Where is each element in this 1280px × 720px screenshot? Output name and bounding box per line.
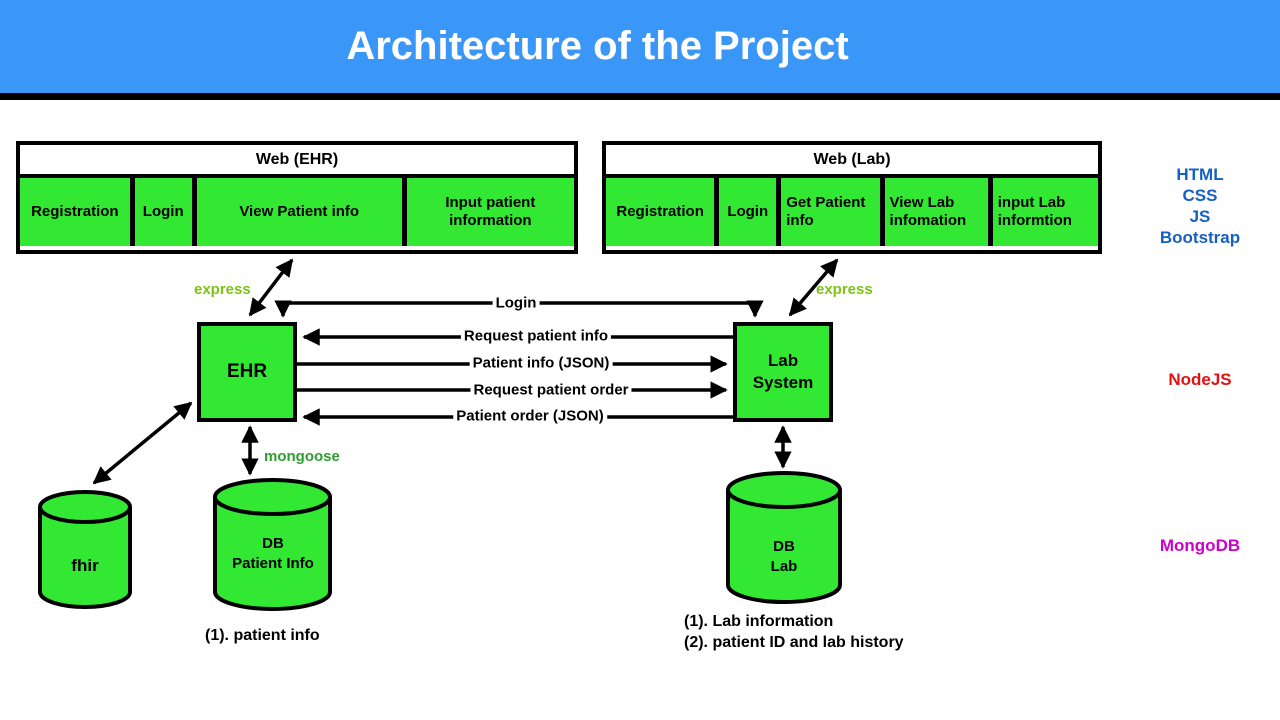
lab-db-note-2: (2). patient ID and lab history [684, 634, 904, 651]
tech-nodejs: NodeJS [1168, 370, 1232, 389]
web-lab-cell-view-lab-infomation: View Lab infomation [879, 178, 988, 246]
lab-db-notes: (1). Lab information (2). patient ID and… [684, 611, 904, 653]
cylinder-fhir [38, 490, 132, 609]
web-ehr-cell-login: Login [129, 178, 192, 246]
lab-system-node: Lab System [733, 322, 833, 422]
edge-label-login: Login [492, 294, 540, 312]
tech-mongodb: MongoDB [1159, 536, 1241, 555]
web-ehr-cell-registration: Registration [20, 178, 130, 246]
edge-label-patient-order-json: Patient order (JSON) [453, 407, 607, 425]
web-ehr-cells: Registration Login View Patient info Inp… [20, 178, 574, 246]
ehr-node: EHR [197, 322, 297, 422]
title-banner: Architecture of the Project [0, 0, 1280, 100]
express-label-left: express [194, 281, 251, 298]
web-ehr-box: Web (EHR) Registration Login View Patien… [16, 141, 578, 254]
lab-system-label-line1: Lab [767, 351, 799, 370]
web-lab-cell-get-patient-info: Get Patient info [776, 178, 880, 246]
db-patient-info-line1: DB [262, 535, 284, 552]
tech-css: CSS [1182, 186, 1218, 205]
edge-label-patient-info-json: Patient info (JSON) [469, 354, 613, 372]
db-lab-line1: DB [773, 538, 795, 555]
web-lab-box: Web (Lab) Registration Login Get Patient… [602, 141, 1102, 254]
express-label-right: express [816, 281, 873, 298]
web-lab-cell-input-lab-informtion: input Lab informtion [987, 178, 1098, 246]
db-patient-info-label: DB Patient Info [232, 534, 314, 574]
ehr-node-label: EHR [226, 361, 268, 382]
web-lab-title: Web (Lab) [606, 145, 1098, 178]
tech-frontend-stack: HTML CSS JS Bootstrap [1160, 164, 1240, 248]
web-lab-cell-registration: Registration [606, 178, 715, 246]
arrow-ehr-fhir [92, 401, 193, 485]
web-lab-cell-login: Login [714, 178, 777, 246]
tech-html: HTML [1176, 165, 1224, 184]
web-ehr-cell-input-patient-information: Input patient information [401, 178, 574, 246]
tech-js: JS [1189, 207, 1211, 226]
fhir-db-label: fhir [71, 556, 99, 575]
db-lab-line2: Lab [770, 558, 798, 575]
db-patient-info-line2: Patient Info [232, 555, 314, 572]
patient-db-note: (1). patient info [205, 627, 320, 644]
page-title: Architecture of the Project [346, 24, 849, 68]
lab-db-note-1: (1). Lab information [684, 613, 834, 630]
web-ehr-title: Web (EHR) [20, 145, 574, 178]
web-lab-cells: Registration Login Get Patient info View… [606, 178, 1098, 246]
tech-bootstrap: Bootstrap [1159, 228, 1241, 247]
edge-label-request-patient-order: Request patient order [470, 381, 632, 399]
arrow-express-left [248, 258, 294, 317]
web-ehr-cell-view-patient-info: View Patient info [191, 178, 402, 246]
db-lab-label: DB Lab [771, 537, 798, 577]
edge-label-request-patient-info: Request patient info [460, 327, 612, 345]
mongoose-label: mongoose [264, 448, 340, 465]
lab-system-label-line2: System [752, 373, 814, 392]
